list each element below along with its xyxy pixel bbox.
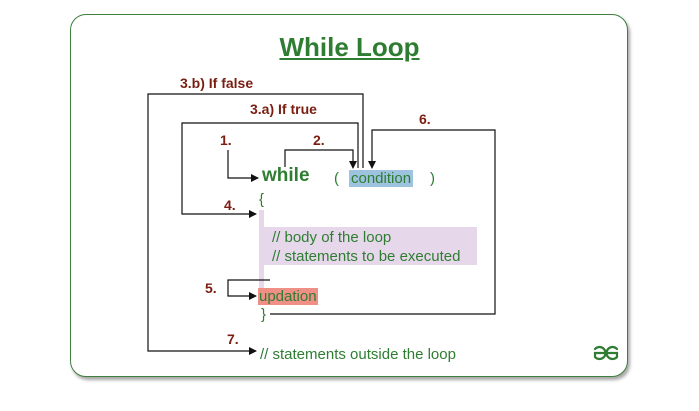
outside-statement: // statements outside the loop: [260, 346, 456, 363]
gfg-logo-icon: [593, 345, 619, 361]
body-comment-2: // statements to be executed: [272, 248, 461, 265]
body-comment-1: // body of the loop: [272, 229, 392, 246]
arrow-step-3a: [181, 122, 359, 218]
arrow-step-6: [270, 129, 496, 315]
diagram-frame: [70, 14, 628, 377]
arrow-step-3b: [147, 93, 364, 355]
condition-token: condition: [349, 170, 414, 187]
step-2-label: 2.: [313, 132, 325, 148]
arrow-step-1: [227, 150, 259, 182]
body-highlight-block: [259, 227, 477, 265]
open-brace: {: [259, 191, 265, 208]
step-3a-label: 3.a) If true: [250, 101, 317, 117]
step-1-label: 1.: [220, 132, 232, 148]
close-brace: }: [261, 306, 267, 323]
step-4-label: 4.: [224, 197, 236, 213]
step-7-label: 7.: [227, 331, 239, 347]
step-6-label: 6.: [419, 111, 431, 127]
arrow-step-5: [227, 279, 270, 300]
open-paren: (: [334, 170, 339, 187]
diagram-title: While Loop: [279, 32, 420, 62]
while-keyword: while: [262, 165, 310, 186]
step-5-label: 5.: [205, 280, 217, 296]
updation-token: updation: [258, 288, 318, 305]
close-paren: ): [430, 170, 435, 187]
arrow-step-2: [284, 149, 357, 169]
step-3b-label: 3.b) If false: [180, 75, 254, 91]
